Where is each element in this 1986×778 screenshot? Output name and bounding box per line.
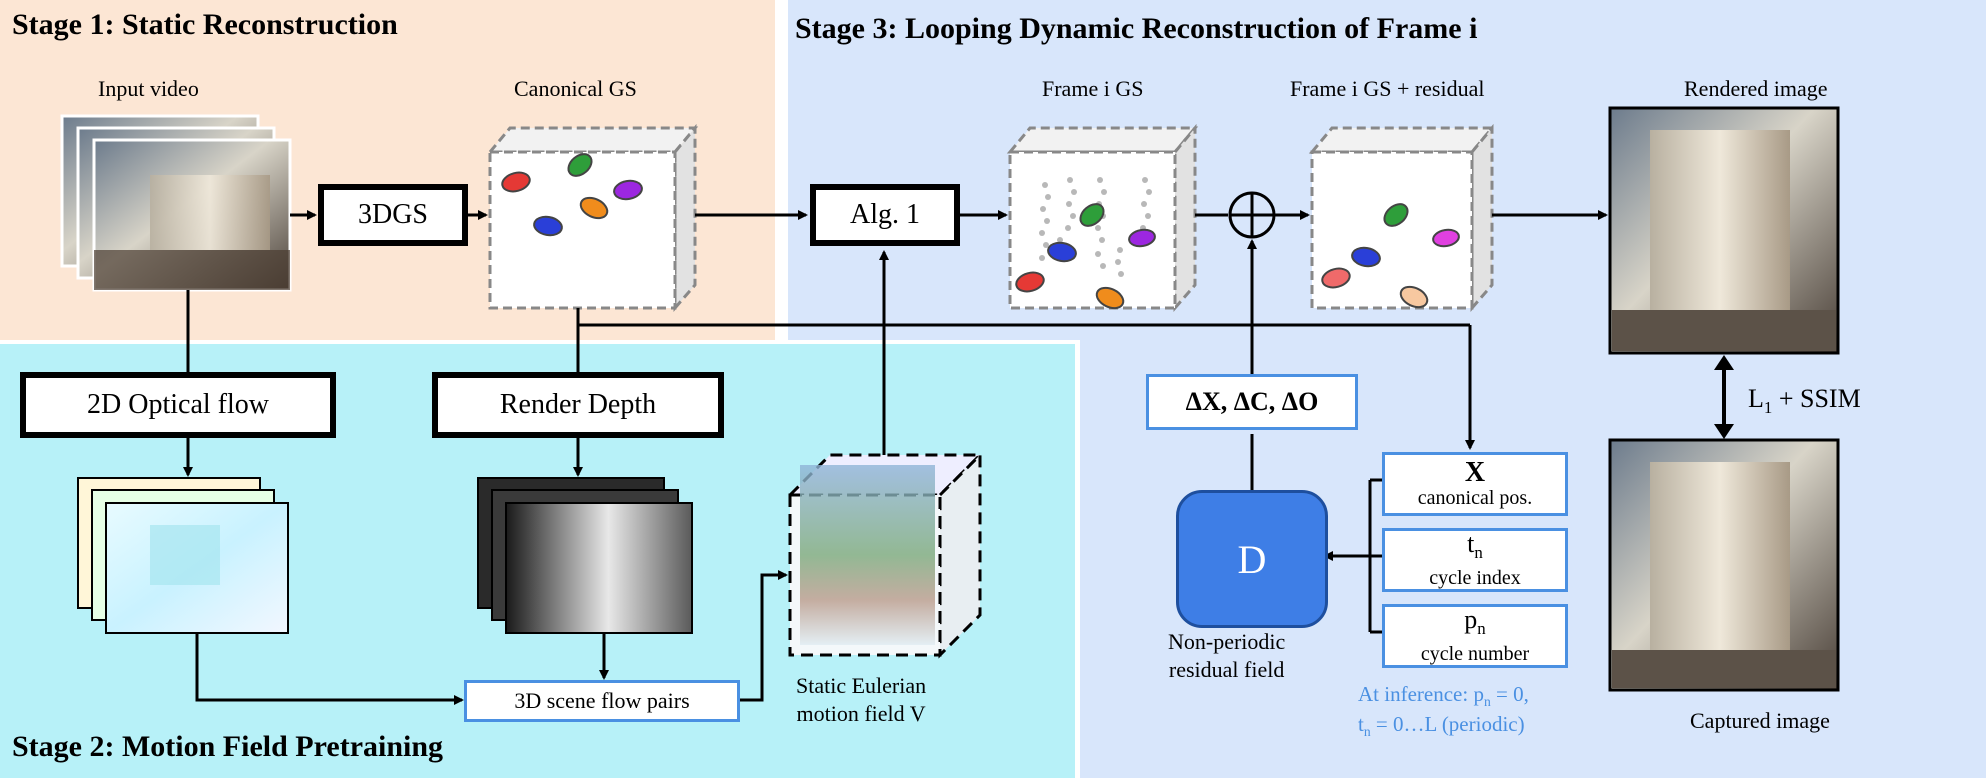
residual-field-line1: Non-periodic xyxy=(1168,629,1286,654)
loss-symbol: L xyxy=(1748,384,1764,413)
frame-i-gs-residual-cube xyxy=(1308,123,1496,313)
note2-a: t xyxy=(1358,712,1364,736)
note1-b: = 0, xyxy=(1490,682,1529,706)
t-sub: n xyxy=(1474,543,1483,563)
loss-rest: + SSIM xyxy=(1772,384,1861,413)
input-t-desc: cycle index xyxy=(1429,567,1521,590)
note1-a: At inference: p xyxy=(1358,682,1484,706)
stage2-title: Stage 2: Motion Field Pretraining xyxy=(12,730,444,763)
input-x-symbol: X xyxy=(1464,456,1486,488)
input-video-label: Input video xyxy=(98,76,199,101)
input-p-symbol: pn xyxy=(1464,604,1486,643)
optical-flow-stack xyxy=(77,477,289,634)
p-sym: p xyxy=(1464,604,1478,634)
3dgs-box: 3DGS xyxy=(318,184,468,246)
p-sub: n xyxy=(1477,619,1486,639)
captured-image xyxy=(1608,438,1840,692)
rendered-image-label: Rendered image xyxy=(1684,76,1828,101)
canonical-gs-cube xyxy=(486,123,699,313)
captured-image-label: Captured image xyxy=(1690,708,1830,733)
frame-i-gs-label: Frame i GS xyxy=(1042,76,1144,101)
motion-field-label: Static Eulerian motion field V xyxy=(796,672,926,728)
motion-field-line2: motion field V xyxy=(796,701,926,726)
input-p-desc: cycle number xyxy=(1420,643,1530,666)
input-t-symbol: tn xyxy=(1467,528,1483,567)
residual-network-d: D xyxy=(1176,490,1328,628)
render-depth-stack xyxy=(477,477,693,634)
render-depth-box: Render Depth xyxy=(432,372,724,438)
note1-sub: n xyxy=(1483,694,1491,710)
inference-note-line2: tn = 0…L (periodic) xyxy=(1358,712,1525,740)
input-video-stack xyxy=(60,114,292,292)
note2-sub: n xyxy=(1363,724,1371,740)
motion-field-cube xyxy=(786,451,984,659)
loss-label: L1 + SSIM xyxy=(1748,384,1861,418)
rendered-image xyxy=(1608,106,1840,355)
t-sym: t xyxy=(1467,528,1475,558)
scene-flow-box: 3D scene flow pairs xyxy=(464,680,740,722)
residual-field-label: Non-periodic residual field xyxy=(1168,628,1285,684)
alg1-box: Alg. 1 xyxy=(810,184,960,246)
frame-i-gs-residual-label: Frame i GS + residual xyxy=(1290,76,1485,101)
delta-box: ΔX, ΔC, ΔO xyxy=(1146,374,1358,430)
inference-note-line1: At inference: pn = 0, xyxy=(1358,682,1529,710)
frame-i-gs-cube xyxy=(1006,123,1199,313)
stage3-title: Stage 3: Looping Dynamic Reconstruction … xyxy=(795,12,1478,45)
loss-subscript: 1 xyxy=(1763,398,1773,418)
optical-flow-box: 2D Optical flow xyxy=(20,372,336,438)
input-x-desc: canonical pos. xyxy=(1417,486,1533,509)
canonical-gs-label: Canonical GS xyxy=(514,76,637,101)
input-x-box: X canonical pos. xyxy=(1382,452,1568,516)
motion-field-line1: Static Eulerian xyxy=(796,673,927,698)
residual-field-line2: residual field xyxy=(1168,657,1285,682)
input-t-box: tn cycle index xyxy=(1382,528,1568,592)
stage1-title: Stage 1: Static Reconstruction xyxy=(12,8,398,41)
input-p-box: pn cycle number xyxy=(1382,604,1568,668)
note2-b: = 0…L (periodic) xyxy=(1370,712,1525,736)
